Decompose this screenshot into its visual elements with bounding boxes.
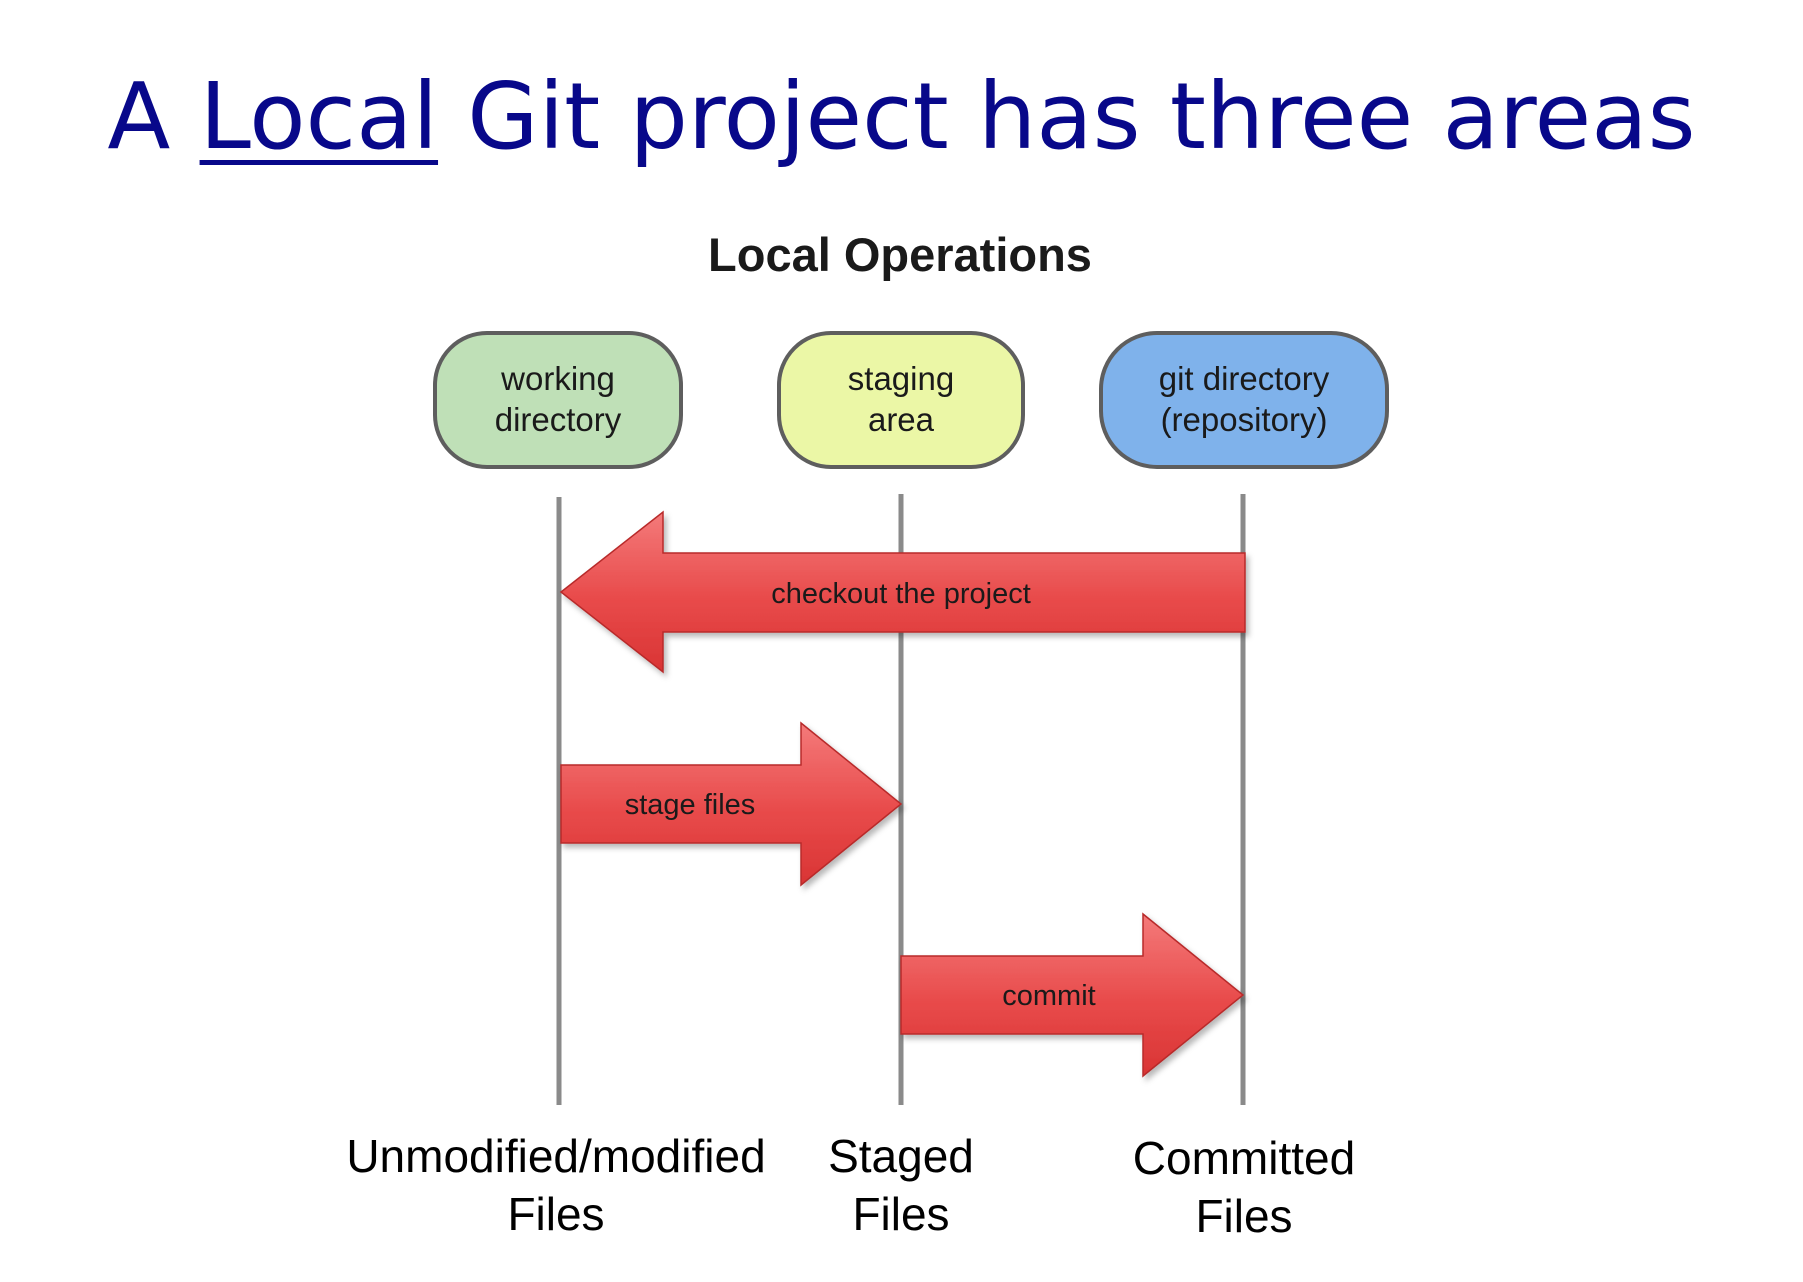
title-prefix: A	[107, 63, 171, 170]
area-label-line2: (repository)	[1161, 401, 1328, 438]
area-label-line2: directory	[495, 401, 622, 438]
arrow-label: stage files	[625, 789, 756, 821]
area-node-box	[1099, 331, 1389, 469]
diagram-title: Local Operations	[708, 228, 1092, 281]
state-staging: Staged Files	[828, 1130, 974, 1240]
area-node-box	[433, 331, 683, 469]
arrow-checkout: checkout the project	[559, 510, 1246, 674]
state-working: Unmodified/modified Files	[346, 1130, 765, 1240]
area-node-box	[777, 331, 1025, 469]
area-git-directory: git directory (repository)	[1099, 331, 1389, 469]
title-underlined-word: Local	[199, 63, 439, 170]
title-suffix: Git project has three areas	[467, 63, 1696, 170]
stage-arrow-shape	[560, 721, 903, 887]
area-label-line1: staging	[848, 360, 954, 397]
commit-arrow-shape	[900, 912, 1245, 1078]
state-label-line1: Staged	[828, 1130, 974, 1182]
state-label-line2: Files	[507, 1188, 604, 1240]
state-label-line2: Files	[1195, 1190, 1292, 1242]
state-label-line1: Unmodified/modified	[346, 1130, 765, 1182]
area-staging-area: staging area	[777, 331, 1025, 469]
state-label-line1: Committed	[1133, 1132, 1355, 1184]
checkout-arrow-shape	[559, 510, 1246, 674]
arrow-label: commit	[1002, 980, 1095, 1012]
arrow-stage-files: stage files	[560, 721, 903, 887]
slide-title: A Local Git project has three areas	[0, 62, 1803, 172]
state-git: Committed Files	[1133, 1132, 1355, 1242]
area-working-directory: working directory	[433, 331, 683, 469]
area-label-line1: git directory	[1159, 360, 1330, 397]
area-label-line2: area	[868, 401, 935, 438]
arrow-label: checkout the project	[771, 578, 1031, 610]
arrow-commit: commit	[900, 912, 1245, 1078]
area-label-line1: working	[500, 360, 615, 397]
state-label-line2: Files	[852, 1188, 949, 1240]
